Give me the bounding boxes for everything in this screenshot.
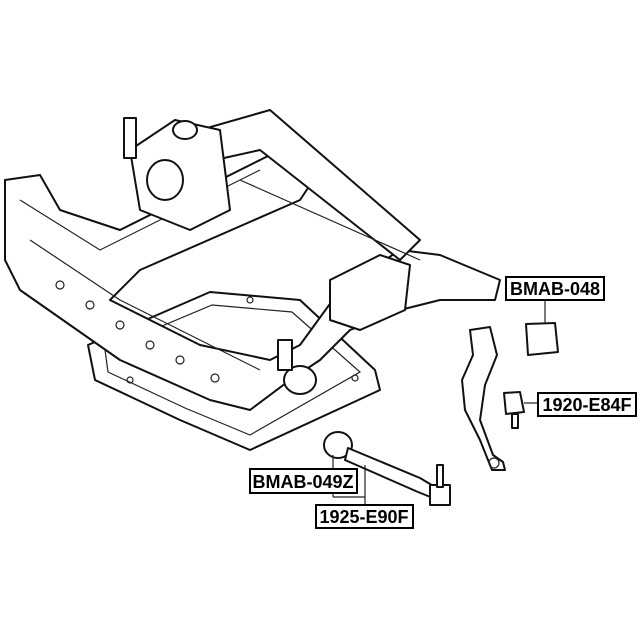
ball-joint-part xyxy=(503,391,525,429)
subframe xyxy=(4,109,501,411)
label-1925-e90f: 1925-E90F xyxy=(315,504,414,529)
label-1920-e84f: 1920-E84F xyxy=(537,392,637,417)
part-number-text: BMAB-048 xyxy=(510,279,600,299)
bushing-upper-part xyxy=(525,322,559,356)
lower-control-arm-part xyxy=(323,431,451,506)
label-bmab-049z: BMAB-049Z xyxy=(249,468,358,494)
curved-control-arm-part xyxy=(461,326,506,471)
label-bmab-048: BMAB-048 xyxy=(505,276,605,301)
part-number-text: BMAB-049Z xyxy=(252,472,353,492)
part-number-text: 1925-E90F xyxy=(319,507,408,527)
part-number-text: 1920-E84F xyxy=(542,395,631,415)
